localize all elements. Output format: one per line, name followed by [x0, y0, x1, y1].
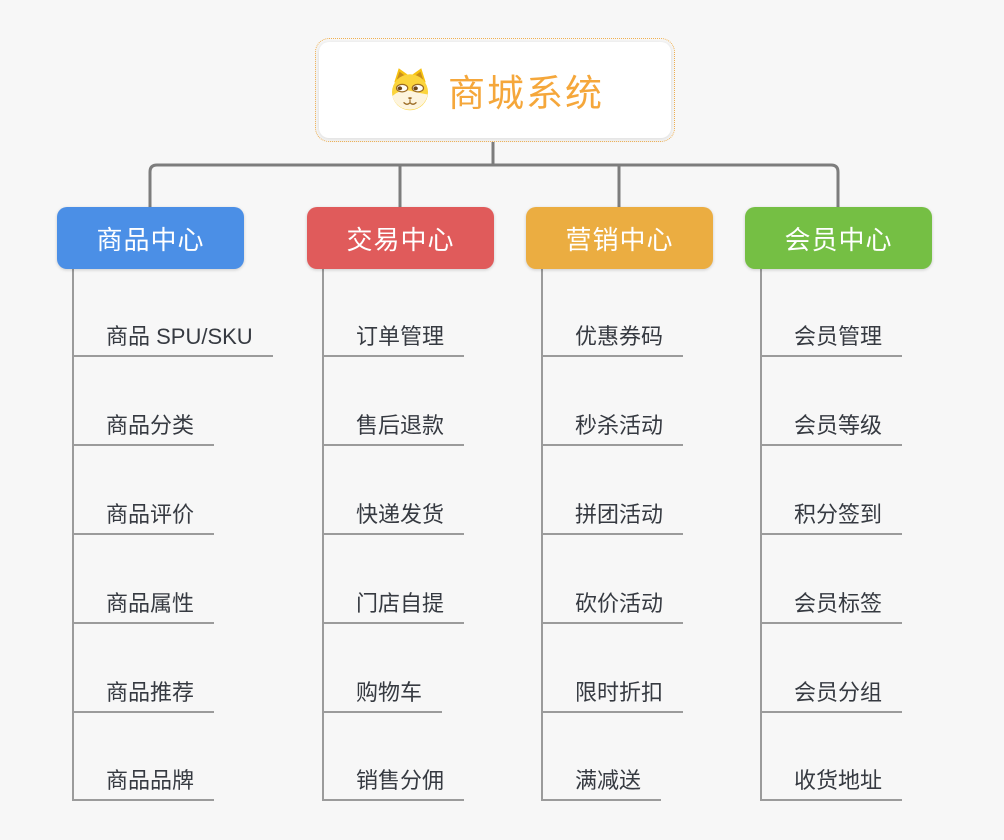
- branch-node-member-center[interactable]: 会员中心: [745, 207, 932, 269]
- branch-children-trade-center: 订单管理 售后退款 快递发货 门店自提 购物车 销售分佣: [307, 269, 557, 803]
- branch-node-product-center[interactable]: 商品中心: [57, 207, 244, 269]
- child-topic[interactable]: 售后退款: [323, 408, 465, 446]
- child-topic[interactable]: 销售分佣: [323, 763, 465, 801]
- child-topic[interactable]: 购物车: [323, 675, 443, 713]
- child-topic[interactable]: 商品评价: [73, 497, 215, 535]
- doge-icon: [392, 68, 428, 111]
- child-topic[interactable]: 积分签到: [761, 497, 903, 535]
- child-topic[interactable]: 门店自提: [323, 586, 465, 624]
- child-topic[interactable]: 商品推荐: [73, 675, 215, 713]
- child-topic[interactable]: 满减送: [542, 763, 662, 801]
- branch-children-marketing-center: 优惠券码 秒杀活动 拼团活动 砍价活动 限时折扣 满减送: [526, 269, 776, 803]
- child-topic[interactable]: 商品分类: [73, 408, 215, 446]
- child-topic[interactable]: 商品 SPU/SKU: [73, 319, 273, 357]
- root-node[interactable]: 商城系统: [315, 38, 675, 142]
- child-topic[interactable]: 会员等级: [761, 408, 903, 446]
- child-topic[interactable]: 会员管理: [761, 319, 903, 357]
- child-topic[interactable]: 砍价活动: [542, 586, 684, 624]
- child-topic[interactable]: 优惠券码: [542, 319, 684, 357]
- branch-children-member-center: 会员管理 会员等级 积分签到 会员标签 会员分组 收货地址: [745, 269, 995, 803]
- child-topic[interactable]: 会员标签: [761, 586, 903, 624]
- child-topic[interactable]: 商品品牌: [73, 763, 215, 801]
- child-topic[interactable]: 拼团活动: [542, 497, 684, 535]
- branch-node-marketing-center[interactable]: 营销中心: [526, 207, 713, 269]
- child-topic[interactable]: 订单管理: [323, 319, 465, 357]
- child-topic[interactable]: 限时折扣: [542, 675, 684, 713]
- child-topic[interactable]: 商品属性: [73, 586, 215, 624]
- branch-rail-line: [148, 163, 840, 210]
- branch-children-product-center: 商品 SPU/SKU 商品分类 商品评价 商品属性 商品推荐 商品品牌: [57, 269, 307, 803]
- root-card: 商城系统: [319, 42, 671, 138]
- branch-node-trade-center[interactable]: 交易中心: [307, 207, 494, 269]
- child-topic[interactable]: 会员分组: [761, 675, 903, 713]
- child-topic[interactable]: 秒杀活动: [542, 408, 684, 446]
- child-topic[interactable]: 快递发货: [323, 497, 465, 535]
- child-topic[interactable]: 收货地址: [761, 763, 903, 801]
- root-title: 商城系统: [448, 73, 604, 114]
